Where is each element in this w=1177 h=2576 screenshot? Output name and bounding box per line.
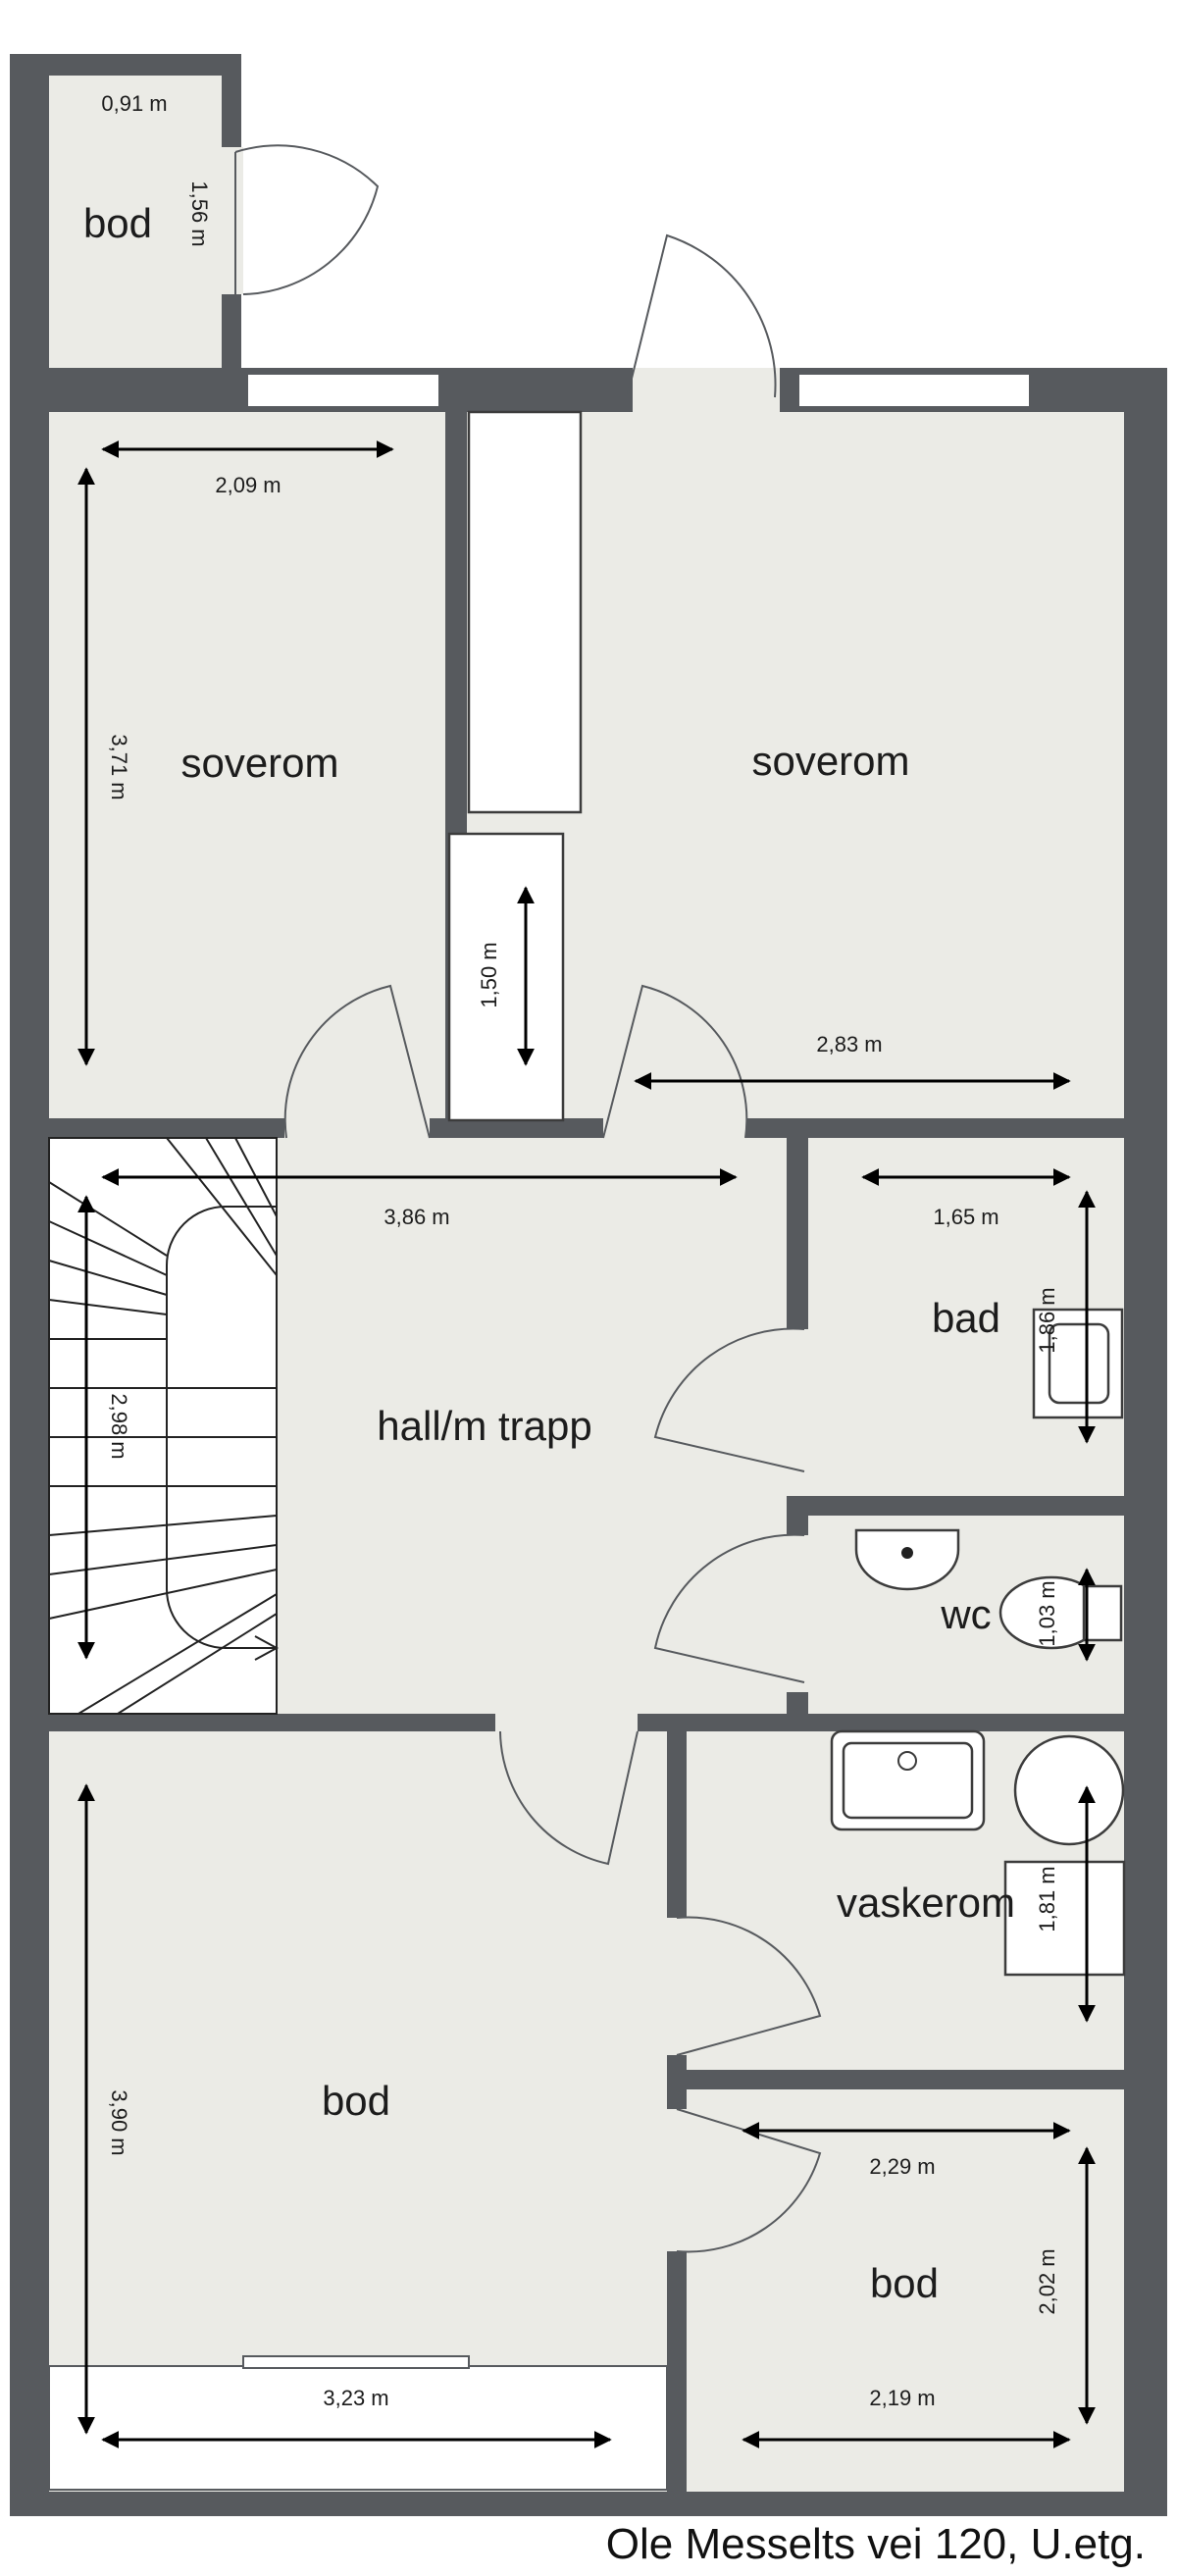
room-label-bad: bad xyxy=(932,1295,1000,1341)
windows xyxy=(48,373,1031,2491)
closets xyxy=(447,410,583,1122)
bod-top-floor xyxy=(49,76,222,368)
washer xyxy=(1003,1860,1126,1977)
soverom-left-floor xyxy=(49,412,445,1118)
room-label-soverom-right: soverom xyxy=(751,738,909,784)
water-heater xyxy=(1013,1734,1125,1846)
doors xyxy=(222,144,822,2253)
dim-bad-height: 1,86 m xyxy=(1035,1287,1059,1353)
room-label-vaskerom: vaskerom xyxy=(837,1880,1015,1926)
room-label-bod-small: bod xyxy=(870,2260,939,2306)
dim-closet-height: 1,50 m xyxy=(477,942,501,1007)
room-label-bod-large: bod xyxy=(322,2078,390,2124)
wc-sink xyxy=(854,1528,960,1591)
room-label-soverom-left: soverom xyxy=(180,740,338,786)
bod-small-floor xyxy=(687,2089,1124,2492)
fixtures xyxy=(830,1308,1126,1977)
dim-bod-small-height: 2,02 m xyxy=(1035,2248,1059,2314)
dim-bod-large-height: 3,90 m xyxy=(107,2089,131,2155)
plan-caption: Ole Messelts vei 120, U.etg. xyxy=(606,2520,1146,2568)
dimension-lines xyxy=(77,440,1096,2448)
dimension-labels: 0,91 m 1,56 m 2,09 m 3,71 m 1,50 m 2,83 … xyxy=(101,91,1059,2410)
dim-wc-height: 1,03 m xyxy=(1035,1580,1059,1646)
dim-soverom-left-height: 3,71 m xyxy=(107,734,131,799)
dim-bod-large-width: 3,23 m xyxy=(323,2386,388,2410)
room-labels: bod soverom soverom hall/m trapp bad wc … xyxy=(83,200,1015,2306)
window-left xyxy=(246,373,440,408)
window-bod xyxy=(48,2365,668,2491)
dim-soverom-left-width: 2,09 m xyxy=(215,473,281,497)
dim-bod-small-width-bottom: 2,19 m xyxy=(869,2386,935,2410)
room-label-hall: hall/m trapp xyxy=(377,1403,591,1449)
window-right xyxy=(797,373,1031,408)
staircase xyxy=(48,1137,280,1715)
dim-vaskerom-height: 1,81 m xyxy=(1035,1866,1059,1932)
dim-bod-top-width: 0,91 m xyxy=(101,91,167,116)
dim-soverom-right-width: 2,83 m xyxy=(816,1032,882,1056)
dim-hall-width: 3,86 m xyxy=(384,1205,449,1229)
dim-hall-height: 2,98 m xyxy=(107,1393,131,1459)
room-label-bod-top: bod xyxy=(83,200,152,246)
room-label-wc: wc xyxy=(940,1591,991,1637)
dim-bod-top-height: 1,56 m xyxy=(187,180,212,246)
dim-bad-width: 1,65 m xyxy=(933,1205,998,1229)
dim-bod-small-width-top: 2,29 m xyxy=(869,2154,935,2179)
